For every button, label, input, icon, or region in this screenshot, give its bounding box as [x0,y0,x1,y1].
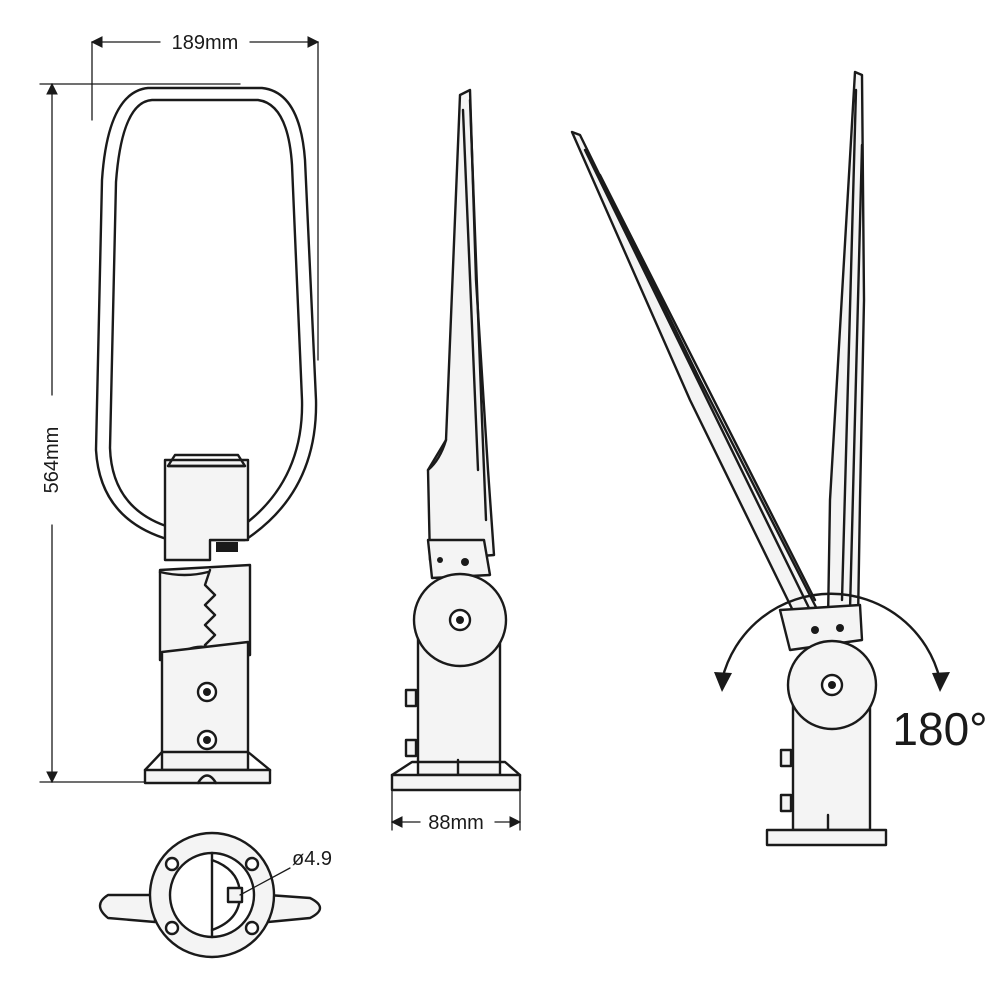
hole-label: ø4.9 [292,848,332,870]
base-top-view: ø4.9 [98,831,332,959]
width-label: 189mm [172,32,239,54]
rotation-view: 180° [570,70,988,847]
base-wing-right [266,893,322,924]
base-wing-left [98,893,157,924]
front-arm [158,563,252,662]
height-label: 564mm [41,427,63,494]
rotation-bracket [778,603,864,652]
front-neck [163,458,250,562]
side-base [390,773,522,792]
rotation-base [765,828,888,847]
rotation-label: 180° [892,703,987,755]
hole-leader [239,867,291,896]
upright-lamp-blade [826,70,866,622]
depth-label: 88mm [428,812,484,834]
front-latch [216,542,238,552]
rotation-arrow [720,592,942,682]
side-bracket [426,538,492,580]
front-view: 189mm 564mm [39,32,320,785]
side-view: 88mm [390,88,522,834]
